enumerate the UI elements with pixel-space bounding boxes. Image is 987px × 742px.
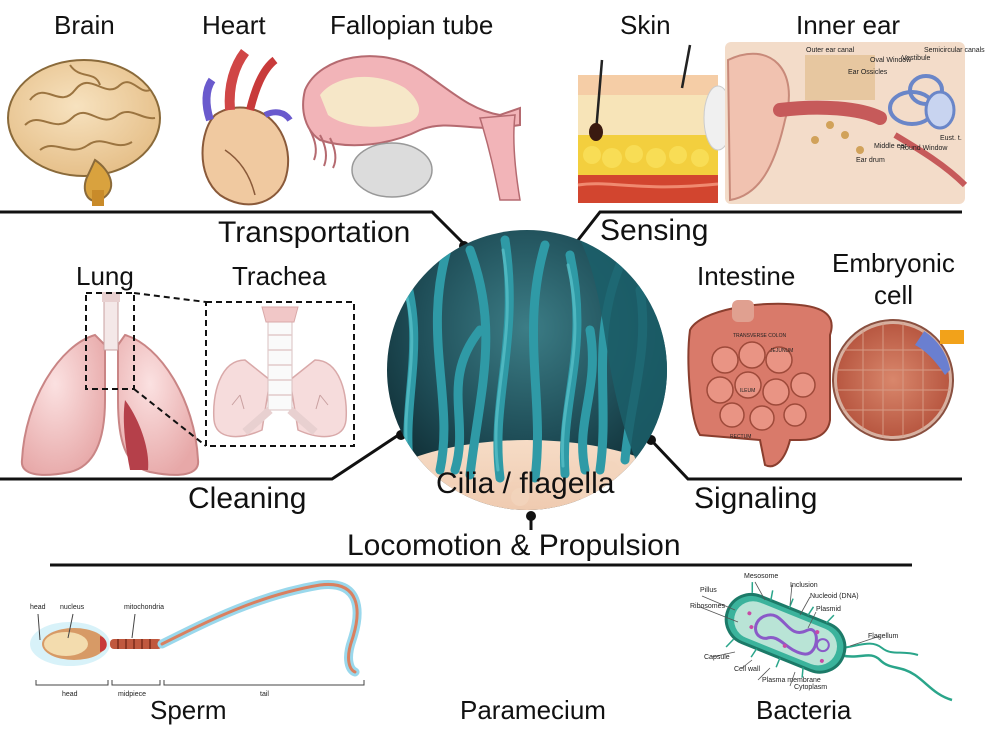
bacteria-label-inclusion: Inclusion (790, 582, 818, 589)
heart-illustration (201, 48, 293, 206)
bacteria-label-nucleoid: Nucleoid (DNA) (810, 593, 859, 600)
skin-illustration (577, 44, 733, 203)
fallopian-tube-illustration (302, 55, 521, 201)
sperm-label-midpiece: midpiece (118, 691, 146, 698)
embryonic-cell-illustration (832, 319, 964, 441)
transportation-line (0, 210, 466, 246)
intestine-label-transverse: TRANSVERSE COLON (733, 333, 786, 339)
sperm-illustration: head nucleus mitochondria head midpiece … (30, 579, 365, 698)
label-cilia-flagella: Cilia / flagella (436, 467, 615, 500)
sensing-line (573, 210, 962, 245)
label-transportation: Transportation (218, 216, 411, 249)
ear-label-semicircular: Semicircular canals (924, 47, 985, 54)
bacteria-illustration: Mesosome Inclusion Pillus Nucleoid (DNA)… (690, 573, 953, 702)
label-intestine: Intestine (697, 261, 796, 291)
ear-label-eustachian: Eust. t. (940, 135, 962, 142)
sperm-label-nucleus: nucleus (60, 604, 85, 611)
label-sensing: Sensing (600, 214, 709, 247)
label-bacteria: Bacteria (756, 695, 852, 725)
label-lung: Lung (76, 261, 134, 291)
intestine-label-ileum: ILEUM (740, 388, 755, 394)
label-skin: Skin (620, 10, 671, 40)
ear-label-vestibule: Vestibule (902, 55, 931, 62)
intestine-label-jejunum: JEJUNUM (770, 348, 793, 354)
label-sperm: Sperm (150, 695, 227, 725)
signaling-line (649, 438, 962, 481)
label-inner-ear: Inner ear (796, 10, 901, 40)
ear-label-round-window: Round Window (900, 145, 948, 152)
brain-illustration (7, 59, 161, 206)
sperm-label-head: head (30, 604, 46, 611)
intestine-label-rectum: RECTUM (730, 434, 751, 440)
ear-label-oval-window: Oval Window (870, 57, 912, 64)
cleaning-line (0, 432, 401, 481)
intestine-illustration: TRANSVERSE COLON JEJUNUM ILEUM RECTUM (687, 300, 833, 468)
sperm-label-mitochondria: mitochondria (124, 604, 164, 611)
label-fallopian-tube: Fallopian tube (330, 10, 494, 40)
bacteria-label-pillus: Pillus (700, 587, 717, 594)
bacteria-label-capsule: Capsule (704, 654, 730, 661)
label-embryonic: Embryonic (832, 248, 955, 278)
ear-label-ossicles: Ear Ossicles (848, 69, 888, 76)
ear-label-middle-ear: Middle ear (874, 143, 907, 150)
label-locomotion: Locomotion & Propulsion (347, 529, 681, 562)
label-trachea: Trachea (232, 261, 327, 291)
sperm-label-tail: tail (260, 691, 269, 698)
bacteria-label-flagellum: Flagellum (868, 633, 899, 640)
lung-illustration (20, 292, 200, 476)
trachea-illustration (212, 306, 348, 438)
label-heart: Heart (202, 10, 266, 40)
bacteria-label-mesosome: Mesosome (744, 573, 778, 580)
label-cell: cell (874, 280, 914, 310)
bacteria-label-cell-wall: Cell wall (734, 666, 761, 673)
ear-label-ear-drum: Ear drum (856, 157, 885, 164)
label-paramecium: Paramecium (460, 695, 606, 725)
sperm-label-head-seg: head (62, 691, 78, 698)
connector-lines (0, 210, 962, 567)
label-cleaning: Cleaning (188, 482, 307, 515)
lung-zoom-box (85, 292, 355, 447)
label-brain: Brain (54, 10, 115, 40)
ear-label-outer-canal: Outer ear canal (806, 47, 855, 54)
bacteria-label-cytoplasm: Cytoplasm (794, 684, 827, 691)
label-signaling: Signaling (694, 482, 818, 515)
bacteria-label-ribosomes: Ribosomes (690, 603, 726, 610)
bacteria-label-plasma-membrane: Plasma membrane (762, 677, 821, 684)
bacteria-label-plasmid: Plasmid (816, 606, 841, 613)
inner-ear-illustration: Outer ear canal Ear Ossicles Oval Window… (725, 42, 985, 204)
cilia-illustration (387, 230, 667, 510)
